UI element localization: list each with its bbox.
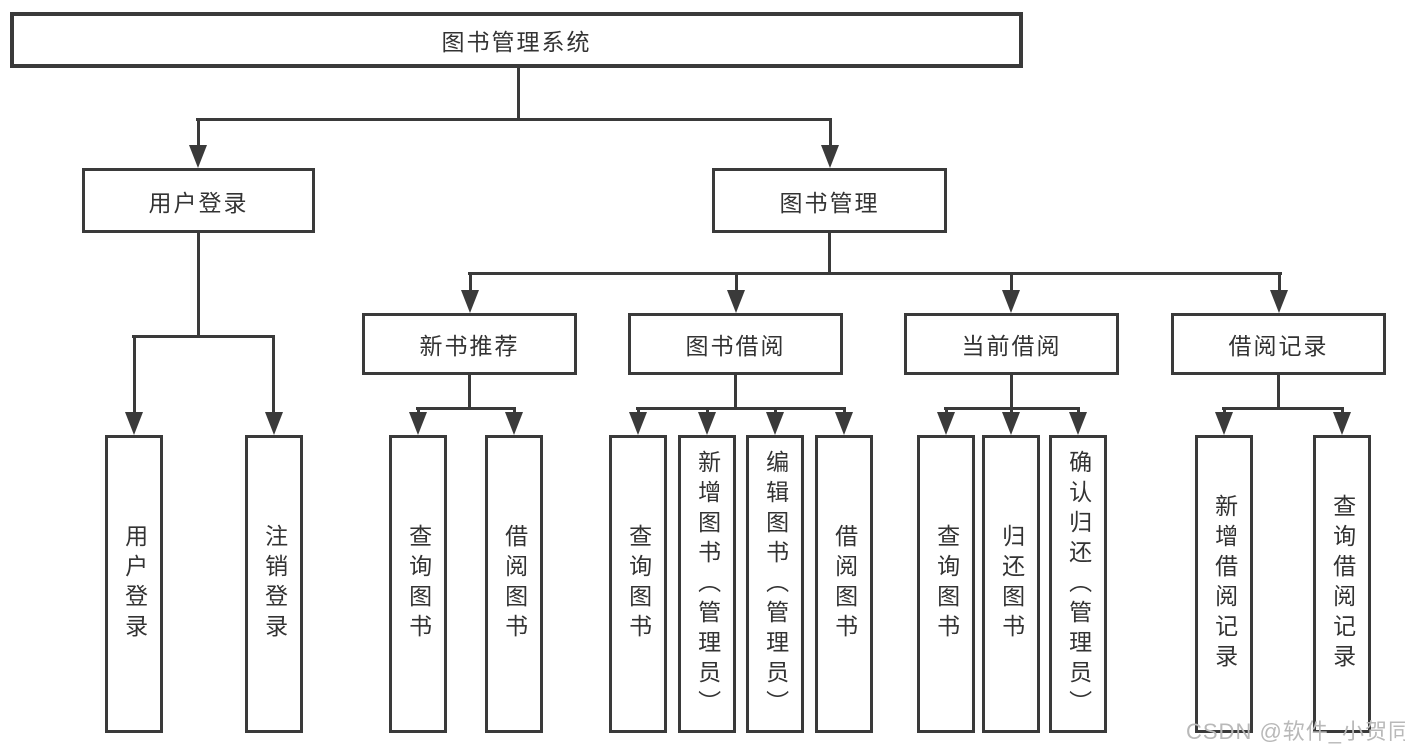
- connector-line: [843, 407, 846, 415]
- connector-line: [517, 68, 520, 120]
- connector-line: [132, 335, 275, 338]
- connector-line: [1010, 375, 1013, 410]
- leaf-add-borrow-record: 新增借阅记录: [1195, 435, 1253, 733]
- connector-line: [1222, 407, 1344, 410]
- connector-arrow: [1002, 290, 1020, 313]
- connector-line: [197, 233, 200, 337]
- connector-line: [196, 118, 832, 121]
- leaf-add-book-admin: 新增图书（管理员）: [678, 435, 736, 733]
- connector-arrow: [835, 412, 853, 435]
- connector-arrow: [821, 145, 839, 168]
- connector-line: [735, 272, 738, 292]
- leaf-borrow-books-recommend: 借阅图书: [485, 435, 543, 733]
- connector-line: [197, 118, 200, 147]
- connector-arrow: [265, 412, 283, 435]
- connector-line: [734, 375, 737, 410]
- leaf-edit-book-admin: 编辑图书（管理员）: [746, 435, 804, 733]
- connector-line: [468, 375, 471, 410]
- connector-arrow: [461, 290, 479, 313]
- connector-arrow: [727, 290, 745, 313]
- leaf-query-borrow-record: 查询借阅记录: [1313, 435, 1371, 733]
- connector-line: [1010, 272, 1013, 292]
- leaf-return-book: 归还图书: [982, 435, 1040, 733]
- leaf-user-login: 用户登录: [105, 435, 163, 733]
- node-user-login: 用户登录: [82, 168, 315, 233]
- leaf-query-books-recommend: 查询图书: [389, 435, 447, 733]
- connector-line: [1278, 272, 1281, 292]
- connector-arrow: [409, 412, 427, 435]
- connector-arrow: [698, 412, 716, 435]
- connector-arrow: [1002, 412, 1020, 435]
- connector-line: [636, 407, 846, 410]
- connector-line: [272, 335, 275, 414]
- connector-arrow: [125, 412, 143, 435]
- leaf-query-books-current: 查询图书: [917, 435, 975, 733]
- node-borrow-records: 借阅记录: [1171, 313, 1386, 375]
- connector-arrow: [1270, 290, 1288, 313]
- connector-arrow: [766, 412, 784, 435]
- connector-line: [1077, 407, 1080, 415]
- connector-line: [774, 407, 777, 415]
- connector-arrow: [1069, 412, 1087, 435]
- node-current-borrow: 当前借阅: [904, 313, 1119, 375]
- connector-line: [468, 272, 1282, 275]
- watermark: CSDN @软件_小贺同学: [1186, 719, 1405, 744]
- leaf-confirm-return-admin: 确认归还（管理员）: [1049, 435, 1107, 733]
- connector-line: [828, 233, 831, 274]
- connector-line: [706, 407, 709, 415]
- connector-arrow: [189, 145, 207, 168]
- connector-line: [829, 118, 832, 147]
- connector-line: [417, 407, 420, 415]
- connector-arrow: [937, 412, 955, 435]
- node-new-book-recommend: 新书推荐: [362, 313, 577, 375]
- connector-line: [1277, 375, 1280, 410]
- connector-arrow: [629, 412, 647, 435]
- connector-line: [637, 407, 640, 415]
- connector-line: [469, 272, 472, 292]
- connector-arrow: [505, 412, 523, 435]
- connector-line: [513, 407, 516, 415]
- connector-line: [945, 407, 948, 415]
- node-book-borrow: 图书借阅: [628, 313, 843, 375]
- node-root: 图书管理系统: [10, 12, 1023, 68]
- connector-line: [133, 335, 136, 414]
- connector-line: [416, 407, 516, 410]
- connector-line: [1341, 407, 1344, 415]
- node-book-management: 图书管理: [712, 168, 947, 233]
- leaf-logout: 注销登录: [245, 435, 303, 733]
- connector-arrow: [1333, 412, 1351, 435]
- connector-line: [1010, 407, 1013, 415]
- leaf-borrow-books: 借阅图书: [815, 435, 873, 733]
- connector-line: [1223, 407, 1226, 415]
- connector-arrow: [1215, 412, 1233, 435]
- leaf-query-books-borrow: 查询图书: [609, 435, 667, 733]
